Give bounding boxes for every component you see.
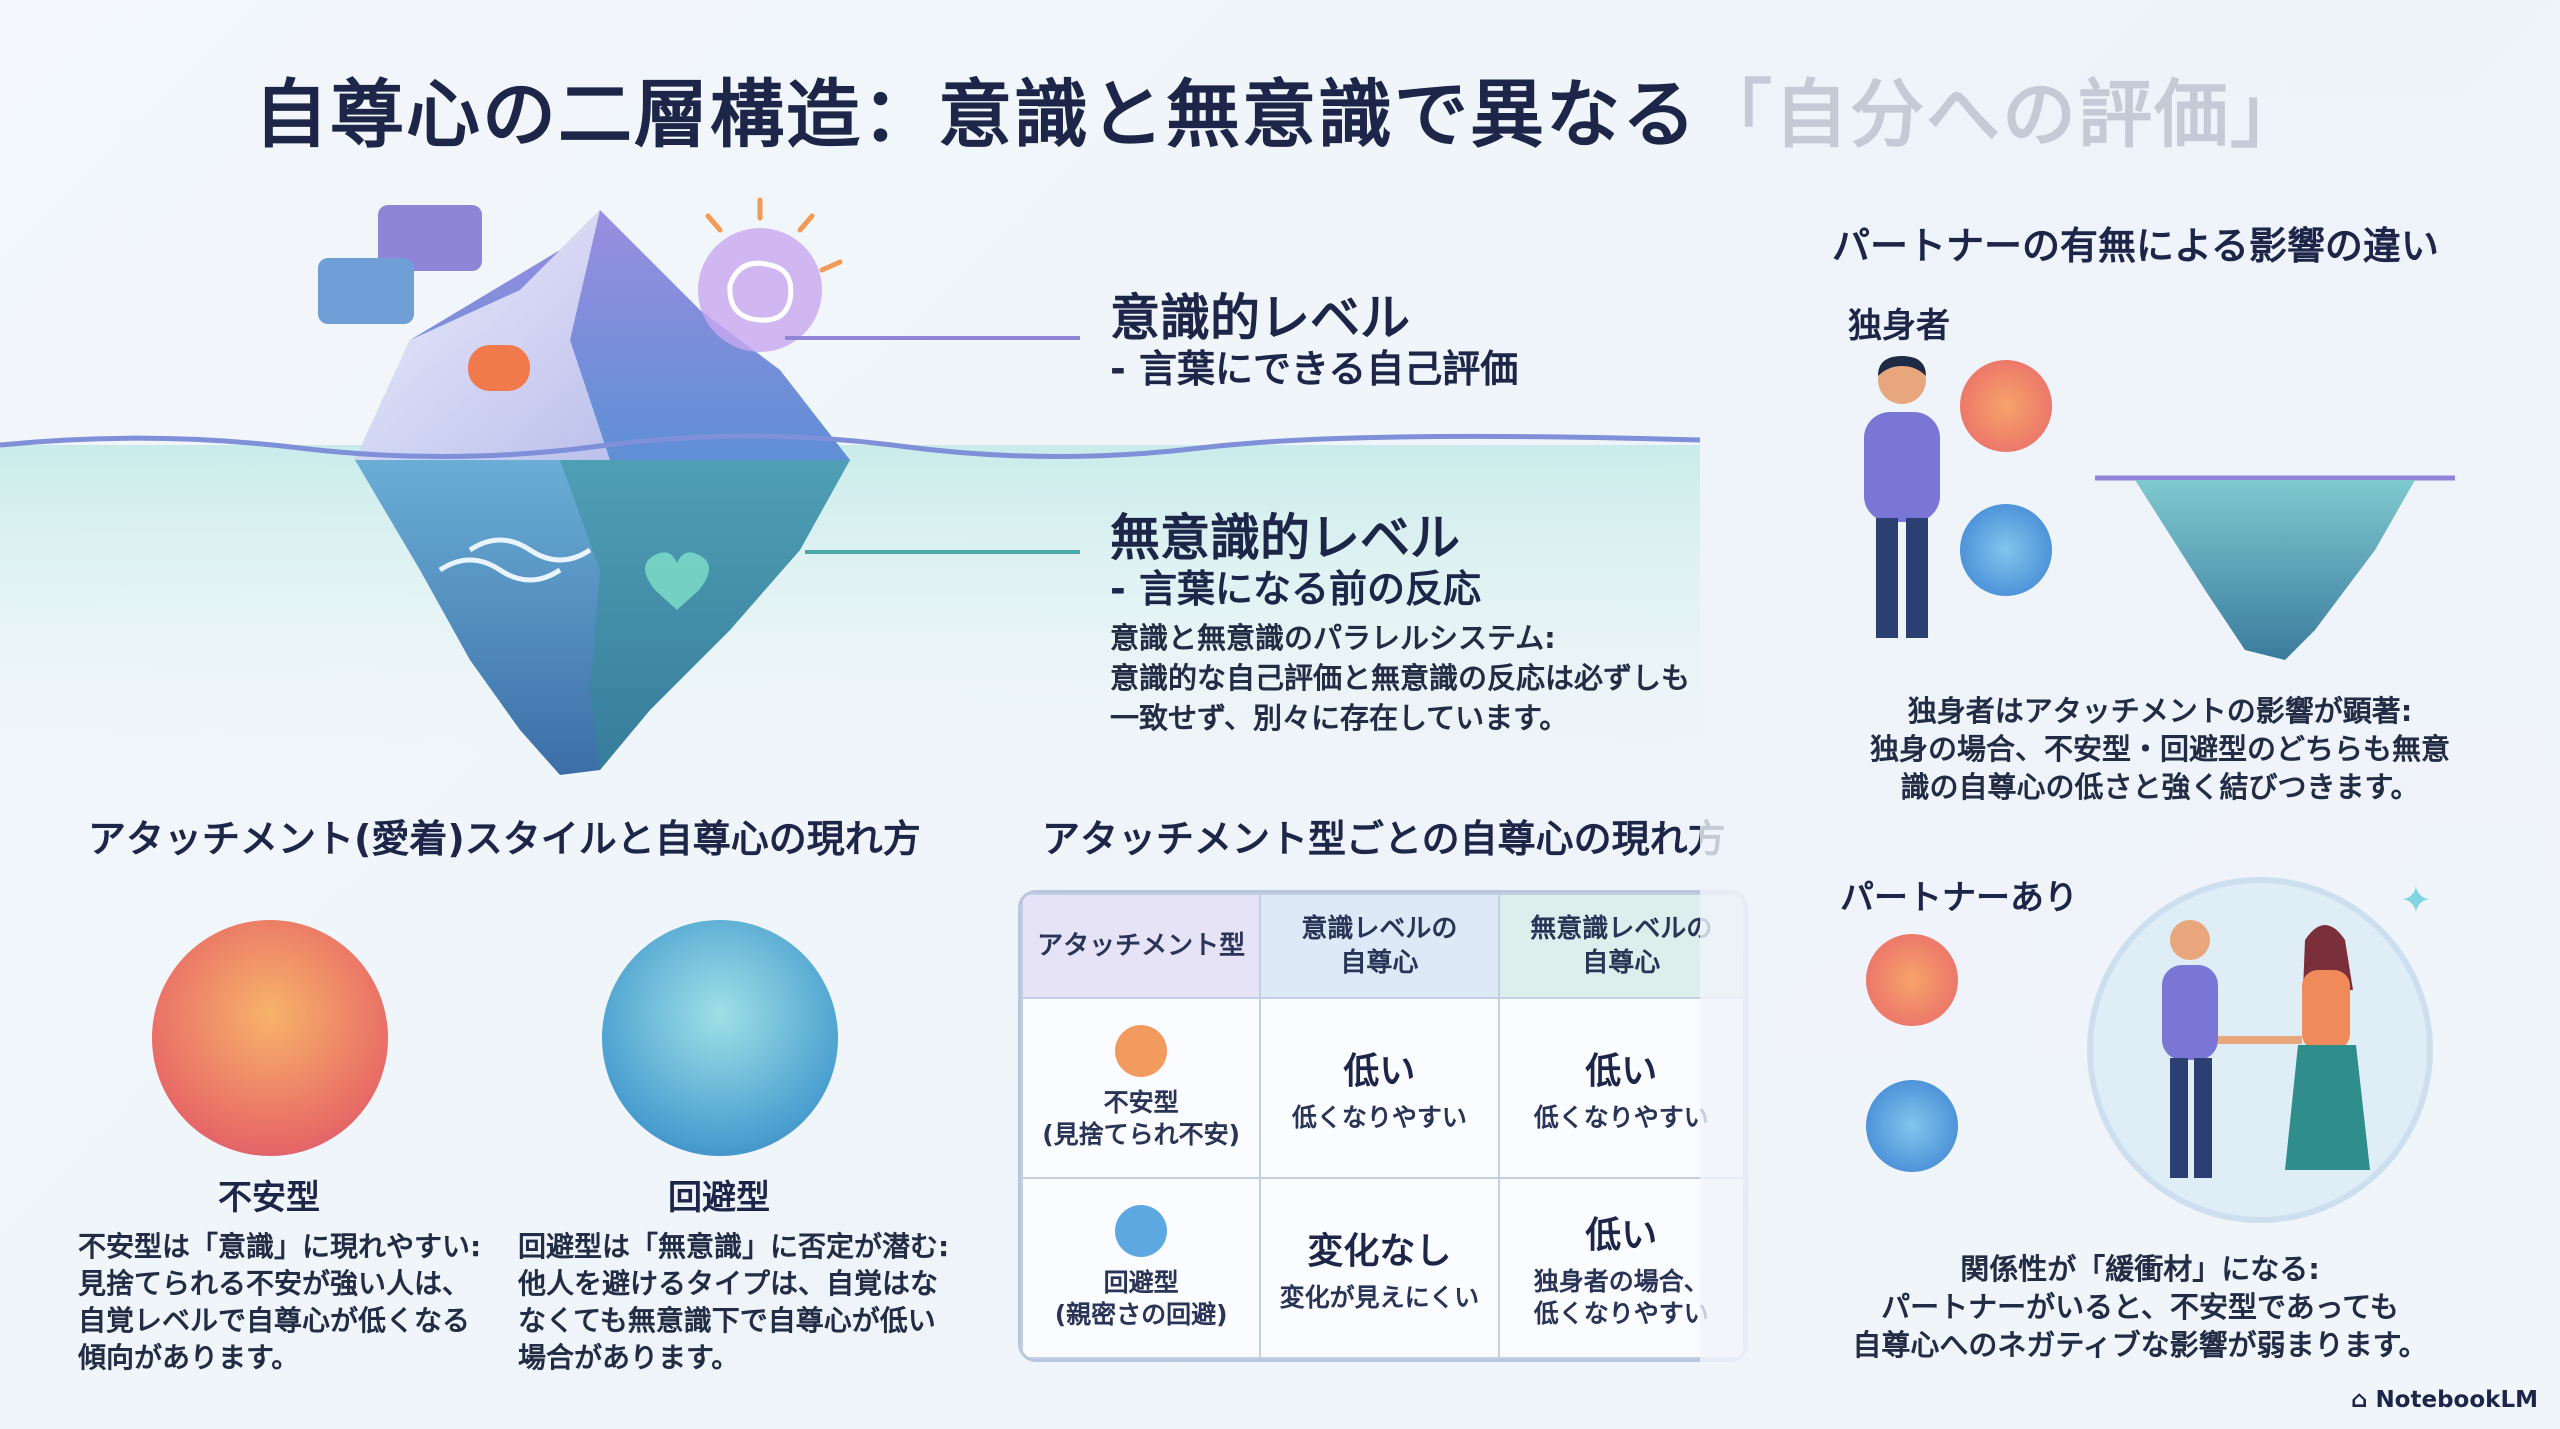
avoidant-avatar xyxy=(602,920,838,1156)
attachment-table: アタッチメント型 意識レベルの自尊心 無意識レベルの自尊心 不安型 (見捨てられ… xyxy=(1018,890,1748,1362)
small-iceberg xyxy=(2095,475,2455,660)
parallel-system-note: 意識と無意識のパラレルシステム: 意識的な自己評価と無意識の反応は必ずしも 一致… xyxy=(1110,621,1691,735)
sparkle-icon: ✦ xyxy=(2400,878,2432,922)
speech-orange-icon xyxy=(468,345,530,391)
avoidant-icon xyxy=(1866,1080,1958,1172)
partner-description: 関係性が「緩衝材」になる: パートナーがいると、不安型であっても 自尊心へのネガ… xyxy=(1852,1252,2428,1362)
anxious-icon xyxy=(1866,934,1958,1026)
anxious-avatar xyxy=(152,920,388,1156)
unconscious-level-sub: - 言葉になる前の反応 xyxy=(1110,567,1482,611)
row-type-cell: 回避型 (親密さの回避) xyxy=(1021,1177,1262,1359)
anxious-description: 不安型は「意識」に現れやすい: 見捨てられる不安が強い人は、 自覚レベルで自尊心… xyxy=(78,1230,482,1374)
couple-bubble-illustration xyxy=(2087,877,2433,1223)
notebooklm-icon: ⌂ xyxy=(2350,1387,2376,1413)
anxious-type-icon xyxy=(1115,1025,1168,1077)
chat-dots-icon xyxy=(318,258,414,324)
avoidant-type-icon xyxy=(1115,1205,1168,1257)
conscious-connector xyxy=(785,336,1080,340)
conscious-cell: 変化なし 変化が見えにくい xyxy=(1259,1177,1500,1359)
single-description: 独身者はアタッチメントの影響が顕著: 独身の場合、不安型・回避型のどちらも無意 … xyxy=(1869,694,2450,804)
partner-label: パートナーあり xyxy=(1840,878,2078,918)
row-type-cell: 不安型 (見捨てられ不安) xyxy=(1021,997,1262,1179)
unconscious-level-title: 無意識的レベル xyxy=(1110,509,1460,567)
footer-brand: ⌂ NotebookLM xyxy=(2350,1387,2538,1413)
iceberg-illustration xyxy=(0,197,1700,790)
table-row: 回避型 (親密さの回避) 変化なし 変化が見えにくい 低い 独身者の場合、 低く… xyxy=(1021,1177,1745,1359)
styles-heading: アタッチメント(愛着)スタイルと自尊心の現れ方 xyxy=(88,817,921,861)
anxious-icon xyxy=(1960,360,2052,452)
conscious-level-title: 意識的レベル xyxy=(1110,289,1410,347)
conscious-level-sub: - 言葉にできる自己評価 xyxy=(1110,347,1519,391)
col-header-type: アタッチメント型 xyxy=(1021,893,1262,999)
partner-heading: パートナーの有無による影響の違い xyxy=(1832,224,2439,268)
conscious-cell: 低い 低くなりやすい xyxy=(1259,997,1500,1179)
avoidant-label: 回避型 xyxy=(668,1178,770,1218)
partner-panel xyxy=(1700,0,2560,1429)
anxious-label: 不安型 xyxy=(218,1178,320,1218)
single-label: 独身者 xyxy=(1848,306,1950,346)
avoidant-icon xyxy=(1960,504,2052,596)
avoidant-description: 回避型は「無意識」に否定が潜む: 他人を避けるタイプは、自覚はな なくても無意識… xyxy=(518,1230,950,1374)
table-heading: アタッチメント型ごとの自尊心の現れ方 xyxy=(1042,817,1726,861)
col-header-conscious: 意識レベルの自尊心 xyxy=(1259,893,1500,999)
table-row: 不安型 (見捨てられ不安) 低い 低くなりやすい 低い 低くなりやすい xyxy=(1021,997,1745,1179)
unconscious-connector xyxy=(805,550,1080,554)
single-person-figure xyxy=(1864,356,1940,638)
iceberg-underwater xyxy=(355,460,850,775)
